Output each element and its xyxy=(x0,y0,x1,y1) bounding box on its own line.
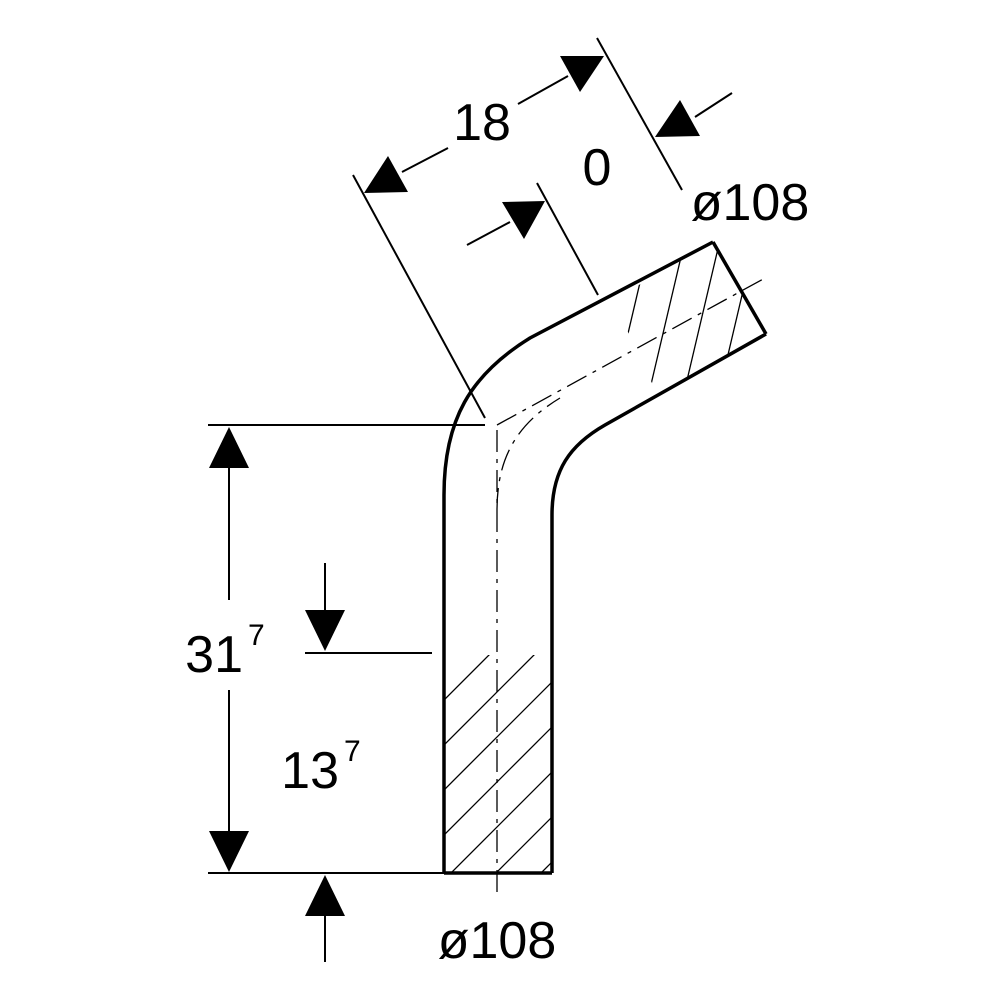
length-dim-right xyxy=(517,75,569,105)
socket-hatch-top xyxy=(613,242,766,396)
arrow-height-down xyxy=(209,831,249,872)
pipe-body xyxy=(442,240,768,875)
arrow-diameter-top xyxy=(655,100,700,137)
length-outlet-label: 18 xyxy=(453,94,511,152)
arrow-depth-up xyxy=(305,875,345,916)
total-height-superscript: 7 xyxy=(248,619,265,652)
dimension-labels: 18 0 ø108 31 7 13 7 ø108 xyxy=(185,94,809,970)
insertion-depth-superscript: 7 xyxy=(344,735,361,768)
pipe-outer-wall xyxy=(442,240,714,873)
length-ext-left xyxy=(352,174,486,419)
length-ext-right xyxy=(596,37,683,191)
diameter-leader-top xyxy=(694,92,733,118)
diameter-bottom-label: ø108 xyxy=(438,912,557,970)
arrow-depth-down xyxy=(305,610,345,651)
length-dim-left xyxy=(401,147,449,173)
arrow-length-left xyxy=(364,156,408,193)
center-line-outlet xyxy=(496,277,766,426)
diameter-top-label: ø108 xyxy=(691,174,810,232)
pipe-inner-wall xyxy=(550,332,767,873)
socket-hatch-bottom xyxy=(444,655,552,873)
pipe-top-end xyxy=(711,241,768,335)
offset-ext xyxy=(536,182,599,296)
offset-label: 0 xyxy=(583,139,612,197)
center-lines xyxy=(496,277,766,892)
arrow-height-up xyxy=(209,427,249,468)
offset-arrow-shaft xyxy=(466,221,511,246)
arrow-length-right xyxy=(560,56,604,92)
arrowheads xyxy=(209,56,700,916)
dimension-lines xyxy=(208,37,733,962)
insertion-depth-label: 13 xyxy=(281,742,339,800)
total-height-label: 31 xyxy=(185,626,243,684)
center-line-bend xyxy=(496,397,561,511)
arrow-offset xyxy=(502,201,545,239)
